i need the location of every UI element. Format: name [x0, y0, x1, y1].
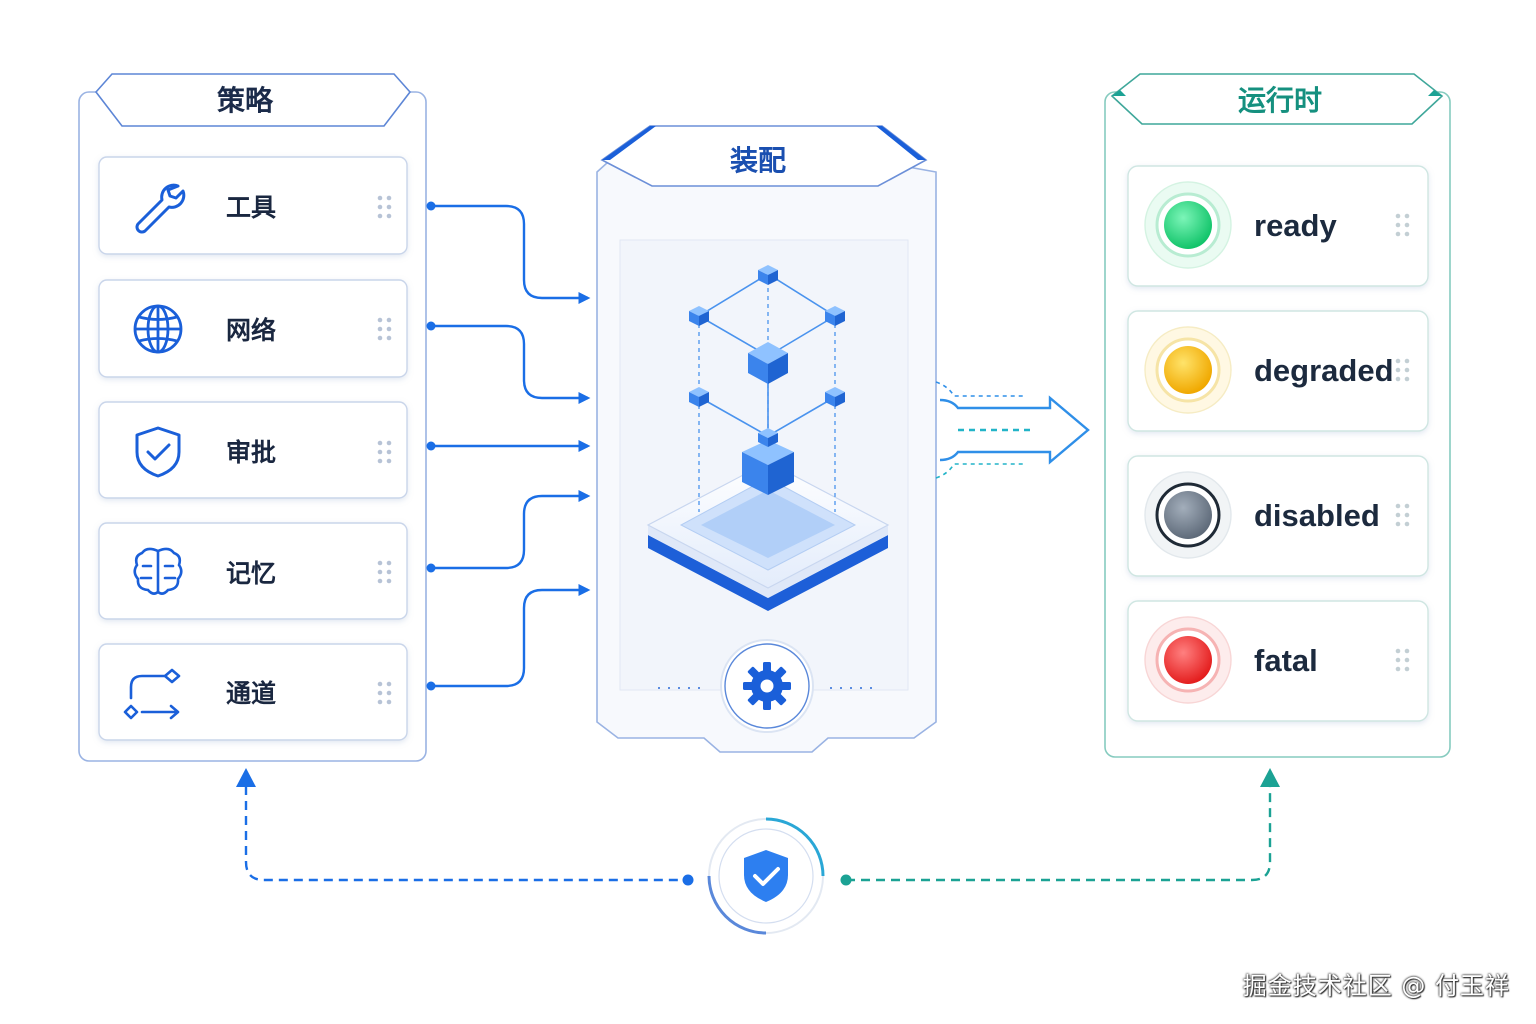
feedback-shield-badge [707, 817, 825, 935]
cube-stack-icon [646, 265, 890, 611]
strategy-item-network[interactable]: 网络 [98, 279, 408, 378]
strategy-item-label: 工具 [226, 193, 276, 222]
watermark: 掘金技术社区 @ 付玉祥 [1242, 972, 1510, 1000]
feedback-loop [236, 768, 1280, 886]
drag-handle-icon[interactable] [1395, 213, 1410, 237]
shield-check-icon [744, 850, 788, 902]
brain-icon [133, 547, 183, 595]
assembly-to-runtime-arrow [935, 381, 1090, 479]
status-dot-icon [1164, 491, 1212, 539]
drag-handle-icon[interactable] [1395, 648, 1410, 672]
drag-handle-icon[interactable] [377, 440, 392, 464]
globe-icon [133, 304, 183, 354]
gear-button[interactable] [658, 639, 876, 733]
drag-handle-icon[interactable] [377, 681, 392, 705]
strategy-item-tools[interactable]: 工具 [98, 156, 408, 255]
runtime-title: 运行时 [1238, 84, 1322, 117]
status-label: ready [1254, 208, 1337, 243]
gear-icon [743, 662, 791, 710]
drag-handle-icon[interactable] [377, 317, 392, 341]
status-label: degraded [1254, 353, 1394, 388]
drag-handle-icon[interactable] [377, 560, 392, 584]
runtime-panel: 运行时 ready degraded [1104, 73, 1451, 758]
strategy-title-tab [94, 73, 412, 127]
runtime-status-ready[interactable]: ready [1127, 165, 1429, 287]
assembly-title: 装配 [730, 144, 786, 177]
wrench-icon [135, 183, 186, 234]
drag-handle-icon[interactable] [1395, 358, 1410, 382]
drag-handle-icon[interactable] [377, 195, 392, 219]
status-label: fatal [1254, 643, 1318, 678]
status-dot-icon [1164, 201, 1212, 249]
status-dot-icon [1164, 346, 1212, 394]
status-dot-icon [1164, 636, 1212, 684]
strategy-item-label: 审批 [226, 438, 276, 467]
strategy-title: 策略 [217, 84, 274, 117]
strategy-item-label: 记忆 [226, 559, 276, 588]
route-icon [123, 668, 181, 720]
drag-handle-icon[interactable] [1395, 503, 1410, 527]
strategy-item-label: 通道 [226, 679, 276, 708]
strategy-item-label: 网络 [226, 316, 276, 345]
strategy-item-memory[interactable]: 记忆 [98, 522, 408, 620]
strategy-item-channel[interactable]: 通道 [98, 643, 408, 741]
strategy-to-assembly-connectors [426, 201, 591, 691]
assembly-panel: 装配 [596, 125, 937, 753]
status-label: disabled [1254, 498, 1380, 533]
strategy-item-approval[interactable]: 审批 [98, 401, 408, 499]
strategy-panel: 策略 工具 网络 [78, 73, 427, 762]
runtime-status-fatal[interactable]: fatal [1127, 600, 1429, 722]
runtime-status-disabled[interactable]: disabled [1127, 455, 1429, 577]
runtime-status-degraded[interactable]: degraded [1127, 310, 1429, 432]
shield-check-icon [135, 426, 181, 478]
